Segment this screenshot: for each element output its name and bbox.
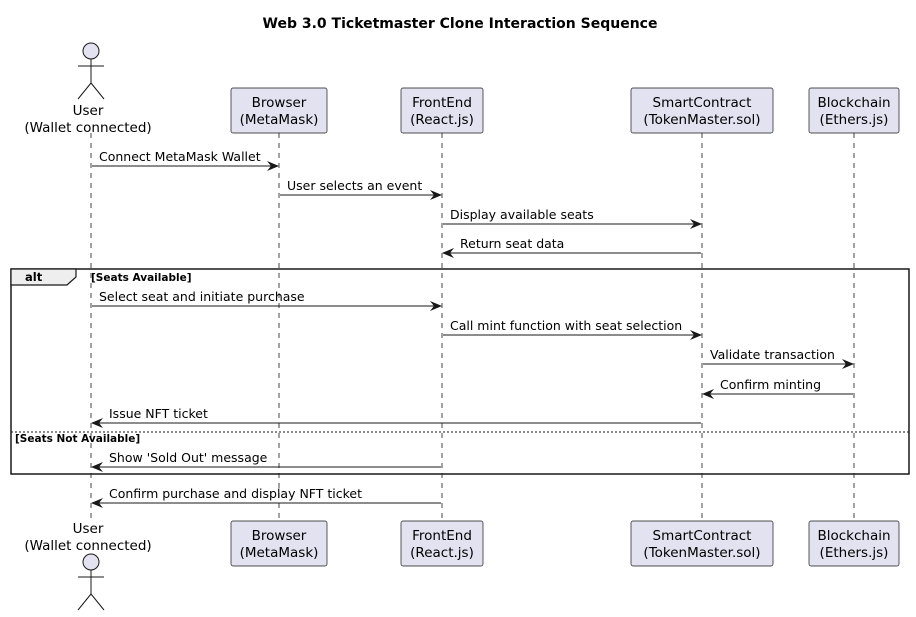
- participant-box: [400, 520, 484, 567]
- participant-box: [808, 520, 900, 567]
- participant-box: [230, 87, 328, 134]
- participant-name: Browser: [252, 528, 307, 544]
- participant-subtitle: (Wallet connected): [24, 538, 151, 554]
- participant-box: [808, 87, 900, 134]
- message-label: Issue NFT ticket: [109, 406, 208, 421]
- message-label: User selects an event: [287, 178, 422, 193]
- message-label: Display available seats: [450, 207, 594, 222]
- participant-chain: Blockchain(Ethers.js): [808, 520, 900, 567]
- participant-subtitle: (MetaMask): [240, 545, 319, 561]
- alt-guard-seats-available: [Seats Available]: [91, 272, 192, 284]
- message-label: Show 'Sold Out' message: [109, 450, 268, 465]
- participant-frontend: FrontEnd(React.js): [400, 87, 484, 134]
- participant-name: FrontEnd: [412, 528, 472, 544]
- alt-guard-seats-not-available: [Seats Not Available]: [15, 433, 140, 445]
- participant-subtitle: (Ethers.js): [820, 112, 889, 128]
- participant-subtitle: (React.js): [410, 112, 474, 128]
- participants-bottom: User(Wallet connected) Browser(MetaMask) F…: [24, 520, 900, 611]
- participant-name: User: [73, 521, 104, 537]
- participant-name: FrontEnd: [412, 95, 472, 111]
- actor-stick-figure-icon: [77, 42, 105, 100]
- participant-name: SmartContract: [653, 95, 752, 111]
- participant-browser: Browser(MetaMask): [230, 87, 328, 134]
- lifelines: [90, 133, 855, 521]
- message-label: Connect MetaMask Wallet: [99, 149, 261, 164]
- participant-subtitle: (Ethers.js): [820, 545, 889, 561]
- participant-browser: Browser(MetaMask): [230, 520, 328, 567]
- participant-box: [230, 520, 328, 567]
- participant-box: [400, 87, 484, 134]
- participant-user: User(Wallet connected): [24, 521, 152, 611]
- participant-box: [630, 87, 774, 134]
- participant-frontend: FrontEnd(React.js): [400, 520, 484, 567]
- participant-user: User(Wallet connected): [24, 42, 152, 136]
- participant-box: [630, 520, 774, 567]
- participant-subtitle: (TokenMaster.sol): [643, 112, 760, 128]
- participants-top: User(Wallet connected) Browser(MetaMask) F…: [24, 42, 900, 136]
- alt-keyword: alt: [25, 270, 43, 284]
- participant-contract: SmartContract(TokenMaster.sol): [630, 520, 774, 567]
- alt-frame-tab: [10, 268, 77, 286]
- alt-frame-border: [10, 268, 910, 475]
- message-label: Select seat and initiate purchase: [99, 289, 305, 304]
- participant-name: Blockchain: [817, 528, 890, 544]
- participant-name: SmartContract: [653, 528, 752, 544]
- diagram-title: Web 3.0 Ticketmaster Clone Interaction S…: [263, 16, 658, 32]
- participant-name: Browser: [252, 95, 307, 111]
- message-label: Call mint function with seat selection: [450, 318, 682, 333]
- participant-subtitle: (React.js): [410, 545, 474, 561]
- message-label: Confirm purchase and display NFT ticket: [109, 486, 362, 501]
- message-label: Return seat data: [460, 236, 564, 251]
- participant-subtitle: (MetaMask): [240, 112, 319, 128]
- participant-contract: SmartContract(TokenMaster.sol): [630, 87, 774, 134]
- participant-subtitle: (Wallet connected): [24, 120, 151, 136]
- participant-chain: Blockchain(Ethers.js): [808, 87, 900, 134]
- message-label: Validate transaction: [710, 347, 835, 362]
- alt-frame: alt [Seats Available] [Seats Not Available…: [10, 268, 910, 475]
- message-label: Confirm minting: [720, 377, 821, 392]
- actor-stick-figure-icon: [77, 553, 105, 611]
- participant-name: User: [73, 103, 104, 119]
- participant-name: Blockchain: [817, 95, 890, 111]
- participant-subtitle: (TokenMaster.sol): [643, 545, 760, 561]
